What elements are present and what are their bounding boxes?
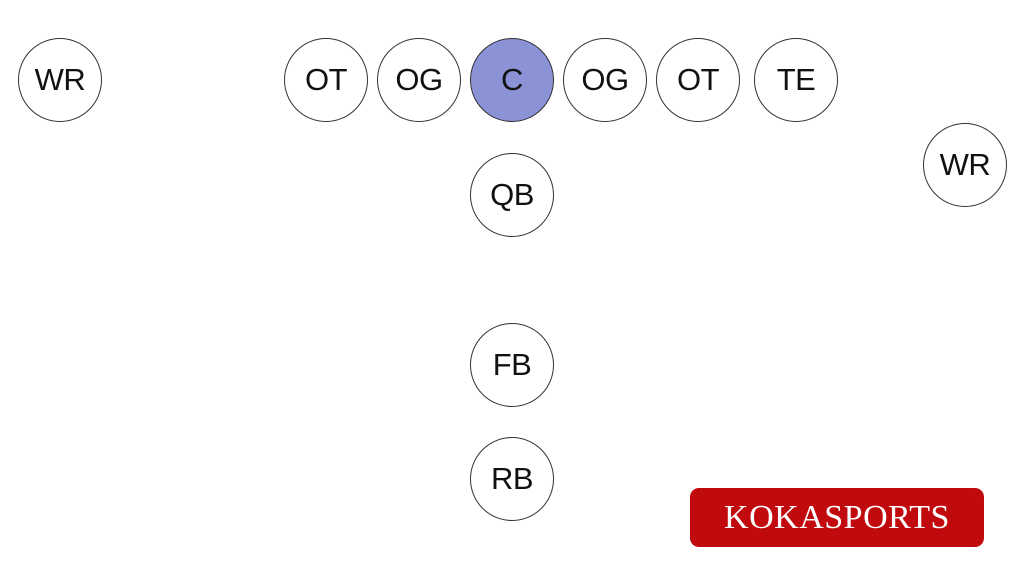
player-label: QB: [490, 177, 534, 212]
kokasports-logo: KOKASPORTS: [690, 488, 984, 547]
player-wr-right: WR: [923, 123, 1007, 207]
player-rb: RB: [470, 437, 554, 521]
player-label: OG: [581, 62, 629, 97]
player-fb: FB: [470, 323, 554, 407]
player-label: WR: [939, 147, 991, 182]
player-center: C: [470, 38, 554, 122]
player-label: OG: [395, 62, 443, 97]
player-label: RB: [490, 461, 534, 496]
player-og-left: OG: [377, 38, 461, 122]
player-label: OT: [676, 62, 720, 97]
logo-text: KOKASPORTS: [724, 498, 950, 536]
player-label: FB: [492, 347, 532, 382]
player-og-right: OG: [563, 38, 647, 122]
player-ot-right: OT: [656, 38, 740, 122]
player-label: C: [501, 62, 523, 97]
player-wr-left: WR: [18, 38, 102, 122]
player-label: OT: [304, 62, 348, 97]
player-te: TE: [754, 38, 838, 122]
player-ot-left: OT: [284, 38, 368, 122]
player-label: TE: [776, 62, 816, 97]
player-label: WR: [34, 62, 86, 97]
player-qb: QB: [470, 153, 554, 237]
